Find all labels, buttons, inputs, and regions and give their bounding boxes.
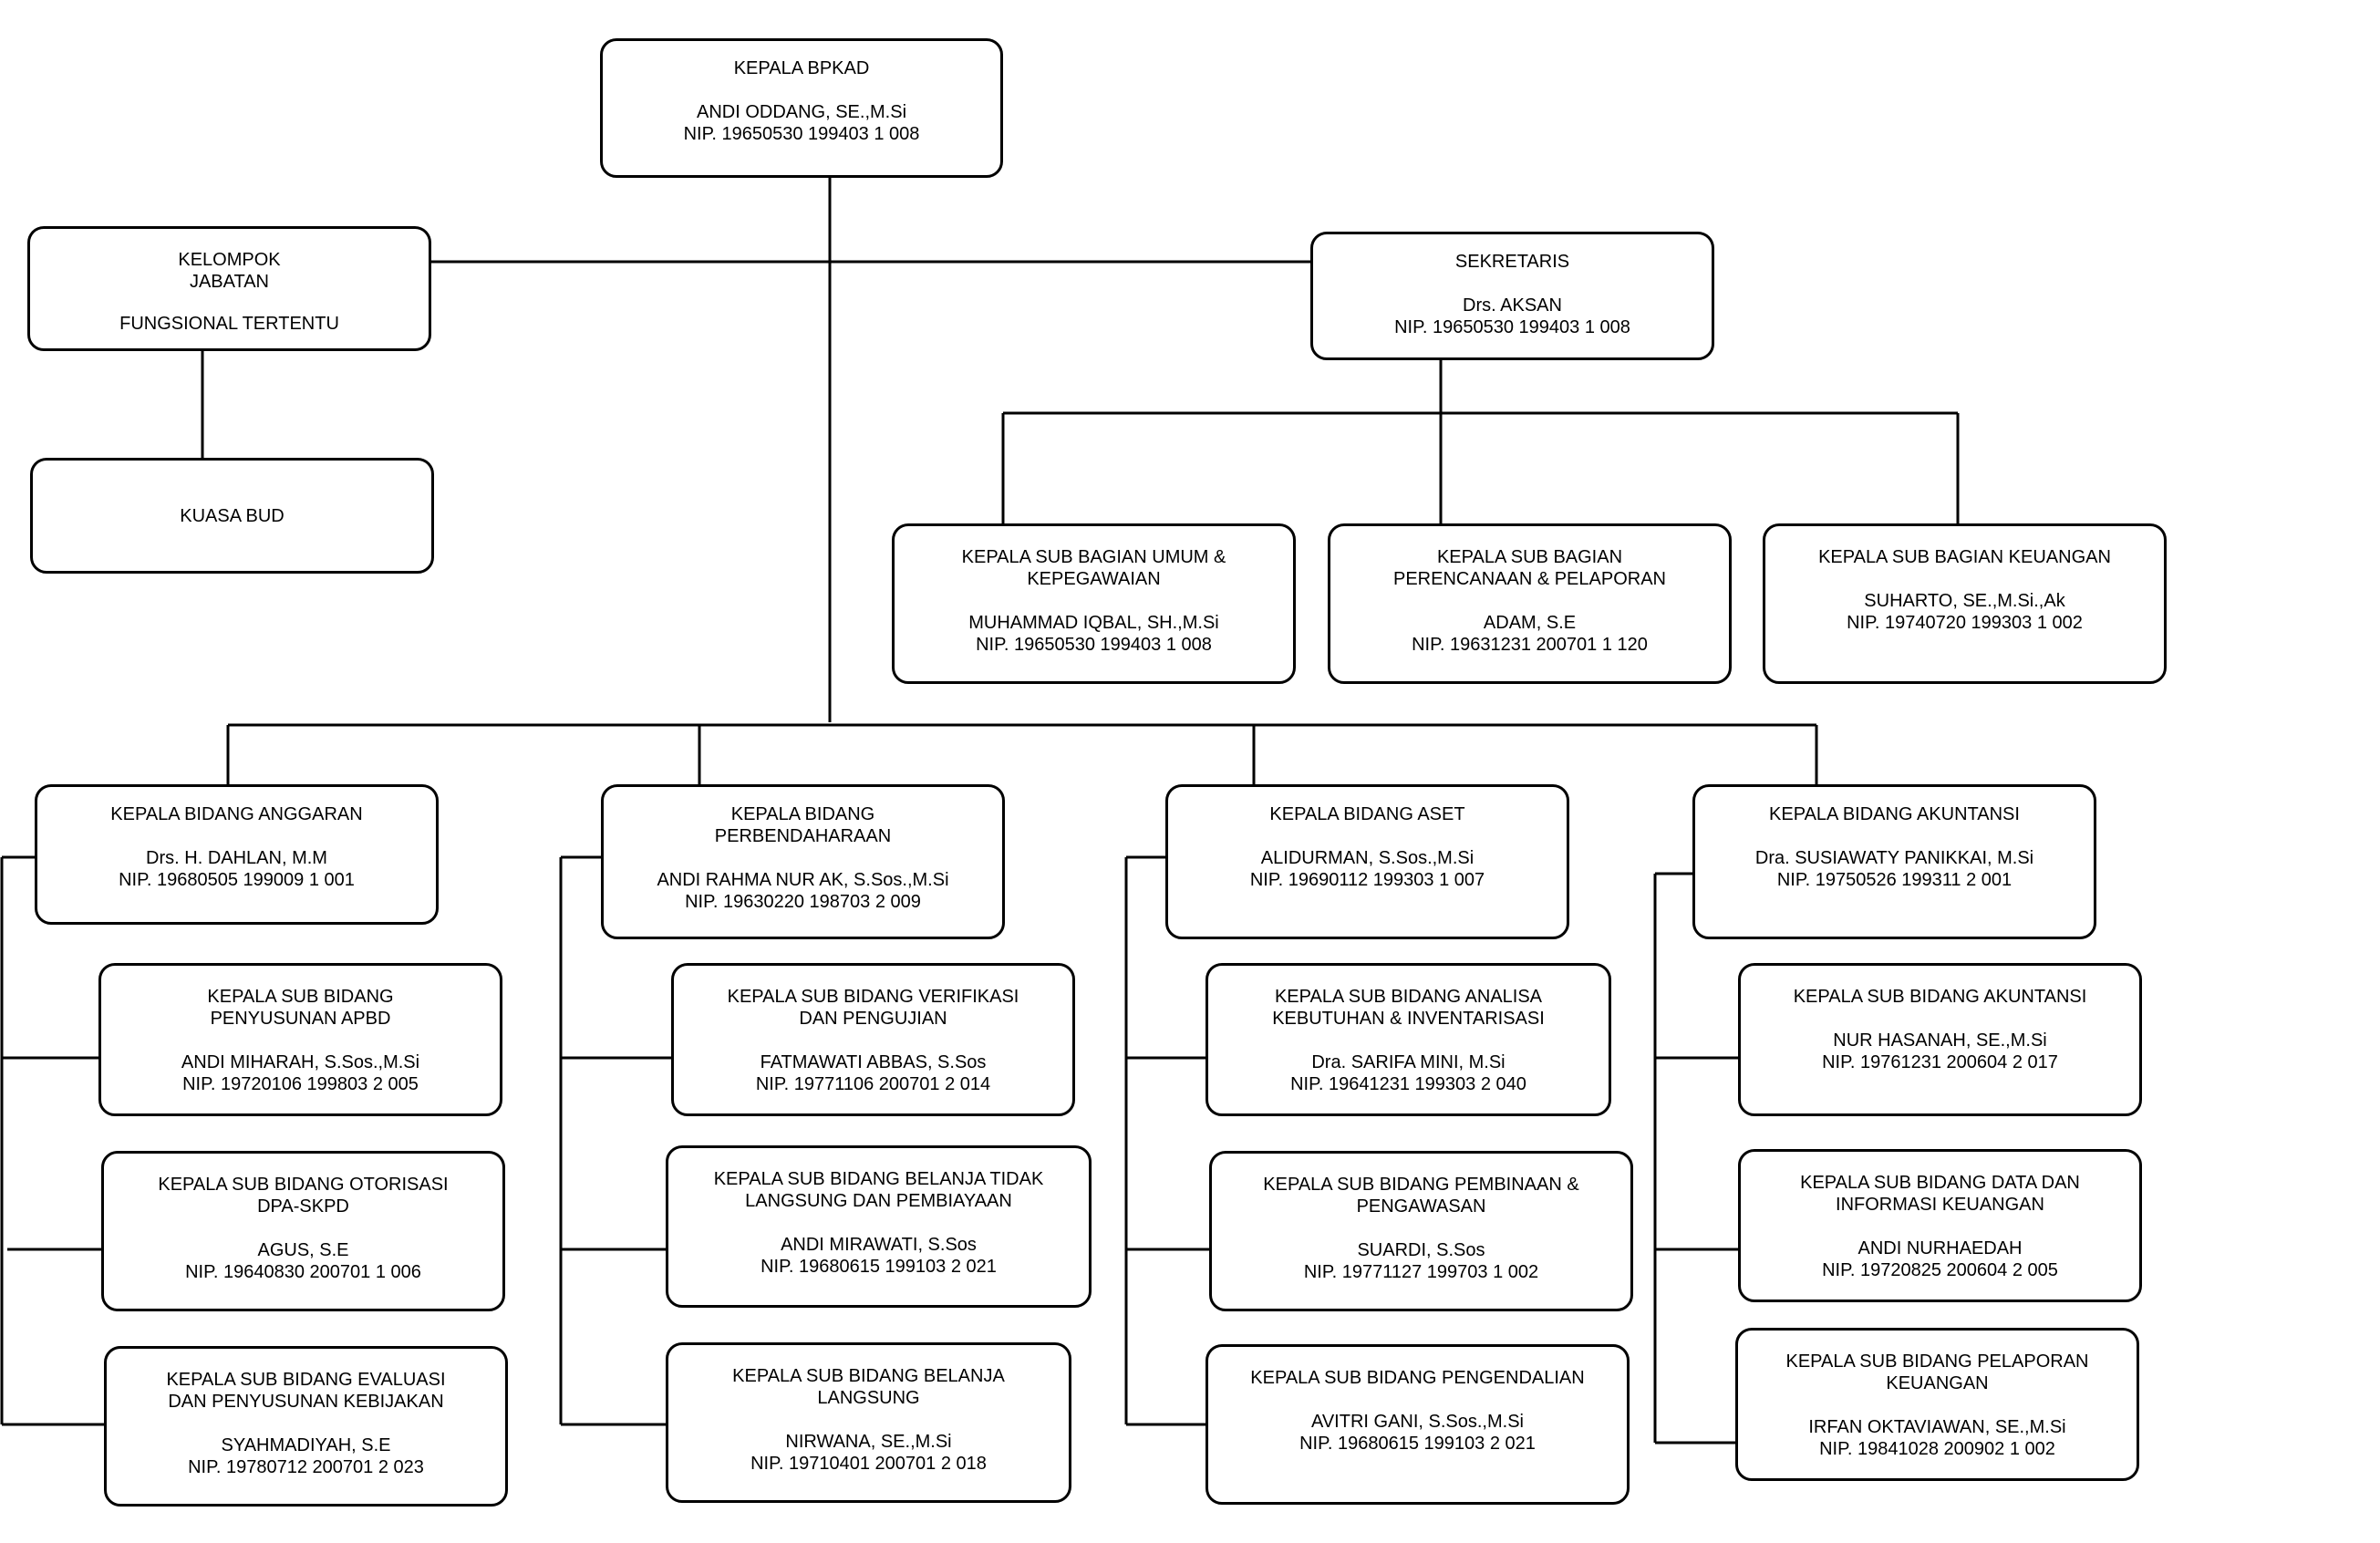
box-nip: NIP. 19631231 200701 1 120 [1412,635,1648,655]
sub-bidang-akuntansi-box: KEPALA SUB BIDANG AKUNTANSI NUR HASANAH,… [1738,963,2142,1116]
box-name: Dra. SUSIAWATY PANIKKAI, M.Si [1754,848,2034,868]
box-name: Drs. AKSAN [1463,295,1562,316]
box-nip: NIP. 19650530 199403 1 008 [976,635,1212,655]
box-name: Drs. H. DAHLAN, M.M [146,848,327,868]
box-nip: NIP. 19641231 199303 2 040 [1290,1074,1526,1094]
subbag-perencanaan-box: KEPALA SUB BAGIAN PERENCANAAN & PELAPORA… [1328,523,1732,684]
box-title: KUASA BUD [180,505,285,526]
box-title: KEPALA BIDANG ASET [1269,804,1465,824]
box-title: KEPALA SUB BIDANG DATA DAN INFORMASI KEU… [1800,1173,2080,1215]
box-title: KEPALA BPKAD [733,58,870,78]
box-title: KEPALA SUB BIDANG PENYUSUNAN APBD [207,987,394,1029]
subbag-keuangan-box: KEPALA SUB BAGIAN KEUANGAN SUHARTO, SE.,… [1763,523,2167,684]
sub-bidang-analisa-box: KEPALA SUB BIDANG ANALISA KEBUTUHAN & IN… [1206,963,1611,1116]
sub-bidang-evaluasi-box: KEPALA SUB BIDANG EVALUASI DAN PENYUSUNA… [104,1346,508,1507]
box-title: KEPALA SUB BIDANG PELAPORAN KEUANGAN [1785,1351,2089,1393]
box-nip: NIP. 19680615 199103 2 021 [761,1257,997,1277]
bidang-akuntansi-box: KEPALA BIDANG AKUNTANSI Dra. SUSIAWATY P… [1692,784,2096,939]
box-nip: NIP. 19720106 199803 2 005 [182,1074,419,1094]
bidang-anggaran-box: KEPALA BIDANG ANGGARAN Drs. H. DAHLAN, M… [35,784,439,925]
box-name: ANDI NURHAEDAH [1857,1238,2023,1258]
box-name: ADAM, S.E [1483,613,1577,633]
box-name: ANDI MIHARAH, S.Sos.,M.Si [181,1052,420,1072]
box-title: KELOMPOK JABATAN [178,250,281,292]
box-name: ALIDURMAN, S.Sos.,M.Si [1260,848,1475,868]
box-nip: NIP. 19650530 199403 1 008 [1394,317,1630,337]
box-nip: NIP. 19650530 199403 1 008 [683,124,920,144]
sub-bidang-pengendalian-box: KEPALA SUB BIDANG PENGENDALIAN AVITRI GA… [1206,1344,1630,1505]
box-nip: NIP. 19841028 200902 1 002 [1819,1439,2055,1459]
box-nip: NIP. 19690112 199303 1 007 [1249,870,1485,890]
box-title: KEPALA SUB BIDANG EVALUASI DAN PENYUSUNA… [166,1370,446,1412]
kuasa-bud-box: KUASA BUD [30,458,434,574]
box-nip: NIP. 19771106 200701 2 014 [755,1074,991,1094]
box-title: KEPALA SUB BIDANG OTORISASI DPA-SKPD [158,1175,449,1217]
box-name: NIRWANA, SE.,M.Si [785,1432,952,1452]
box-name: FUNGSIONAL TERTENTU [119,314,339,334]
box-title: KEPALA SUB BIDANG AKUNTANSI [1793,987,2087,1007]
box-nip: NIP. 19740720 199303 1 002 [1847,613,2083,633]
box-name: AVITRI GANI, S.Sos.,M.Si [1310,1412,1524,1432]
subbag-umum-box: KEPALA SUB BAGIAN UMUM & KEPEGAWAIAN MUH… [892,523,1296,684]
box-name: FATMAWATI ABBAS, S.Sos [760,1052,987,1072]
box-name: MUHAMMAD IQBAL, SH.,M.Si [968,613,1219,633]
box-title: KEPALA SUB BIDANG PEMBINAAN & PENGAWASAN [1263,1175,1579,1217]
box-nip: NIP. 19761231 200604 2 017 [1822,1052,2058,1072]
box-nip: NIP. 19680505 199009 1 001 [119,870,355,890]
box-name: IRFAN OKTAVIAWAN, SE.,M.Si [1808,1417,2066,1437]
sub-bidang-belanja-tidak-langsung-box: KEPALA SUB BIDANG BELANJA TIDAK LANGSUNG… [666,1145,1092,1308]
box-name: SUARDI, S.Sos [1357,1240,1485,1260]
box-nip: NIP. 19720825 200604 2 005 [1822,1260,2058,1280]
box-title: KEPALA SUB BAGIAN PERENCANAAN & PELAPORA… [1393,547,1666,589]
box-name: NUR HASANAH, SE.,M.Si [1833,1030,2047,1051]
box-name: ANDI MIRAWATI, S.Sos [781,1235,977,1255]
box-title: KEPALA SUB BAGIAN KEUANGAN [1818,547,2111,567]
box-name: AGUS, S.E [257,1240,349,1260]
sub-bidang-data-box: KEPALA SUB BIDANG DATA DAN INFORMASI KEU… [1738,1149,2142,1302]
box-nip: NIP. 19780712 200701 2 023 [188,1457,424,1477]
sub-bidang-verifikasi-box: KEPALA SUB BIDANG VERIFIKASI DAN PENGUJI… [671,963,1075,1116]
box-name: ANDI ODDANG, SE.,M.Si [696,102,907,122]
kepala-bpkad-box: KEPALA BPKAD ANDI ODDANG, SE.,M.Si NIP. … [600,38,1003,178]
box-title: KEPALA SUB BIDANG VERIFIKASI DAN PENGUJI… [727,987,1019,1029]
sub-bidang-pelaporan-box: KEPALA SUB BIDANG PELAPORAN KEUANGAN IRF… [1735,1328,2139,1481]
box-nip: NIP. 19680615 199103 2 021 [1299,1434,1536,1454]
box-title: KEPALA SUB BIDANG PENGENDALIAN [1250,1368,1585,1388]
box-nip: NIP. 19630220 198703 2 009 [685,892,921,912]
box-title: KEPALA BIDANG ANGGARAN [110,804,363,824]
sub-bidang-penyusunan-apbd-box: KEPALA SUB BIDANG PENYUSUNAN APBD ANDI M… [98,963,502,1116]
box-name: SUHARTO, SE.,M.Si.,Ak [1864,591,2065,611]
box-name: Dra. SARIFA MINI, M.Si [1311,1052,1506,1072]
sub-bidang-otorisasi-box: KEPALA SUB BIDANG OTORISASI DPA-SKPD AGU… [101,1151,505,1311]
box-name: ANDI RAHMA NUR AK, S.Sos.,M.Si [657,870,949,890]
box-nip: NIP. 19640830 200701 1 006 [185,1262,421,1282]
box-name: SYAHMADIYAH, S.E [221,1435,391,1455]
box-title: KEPALA SUB BIDANG BELANJA LANGSUNG [732,1366,1005,1408]
box-title: KEPALA BIDANG AKUNTANSI [1769,804,2020,824]
bidang-perbendaharaan-box: KEPALA BIDANG PERBENDAHARAAN ANDI RAHMA … [601,784,1005,939]
box-title: KEPALA SUB BIDANG BELANJA TIDAK LANGSUNG… [713,1169,1044,1211]
kelompok-jabatan-box: KELOMPOK JABATAN FUNGSIONAL TERTENTU [27,226,431,351]
box-title: KEPALA SUB BAGIAN UMUM & KEPEGAWAIAN [961,547,1226,589]
bidang-aset-box: KEPALA BIDANG ASET ALIDURMAN, S.Sos.,M.S… [1165,784,1569,939]
box-title: SEKRETARIS [1454,252,1570,272]
box-nip: NIP. 19750526 199311 2 001 [1776,870,2013,890]
sub-bidang-pembinaan-box: KEPALA SUB BIDANG PEMBINAAN & PENGAWASAN… [1209,1151,1633,1311]
sekretaris-box: SEKRETARIS Drs. AKSAN NIP. 19650530 1994… [1310,232,1714,360]
box-title: KEPALA BIDANG PERBENDAHARAAN [714,804,892,846]
box-nip: NIP. 19710401 200701 2 018 [750,1454,987,1474]
box-title: KEPALA SUB BIDANG ANALISA KEBUTUHAN & IN… [1272,987,1545,1029]
box-nip: NIP. 19771127 199703 1 002 [1303,1262,1539,1282]
sub-bidang-belanja-langsung-box: KEPALA SUB BIDANG BELANJA LANGSUNG NIRWA… [666,1342,1071,1503]
